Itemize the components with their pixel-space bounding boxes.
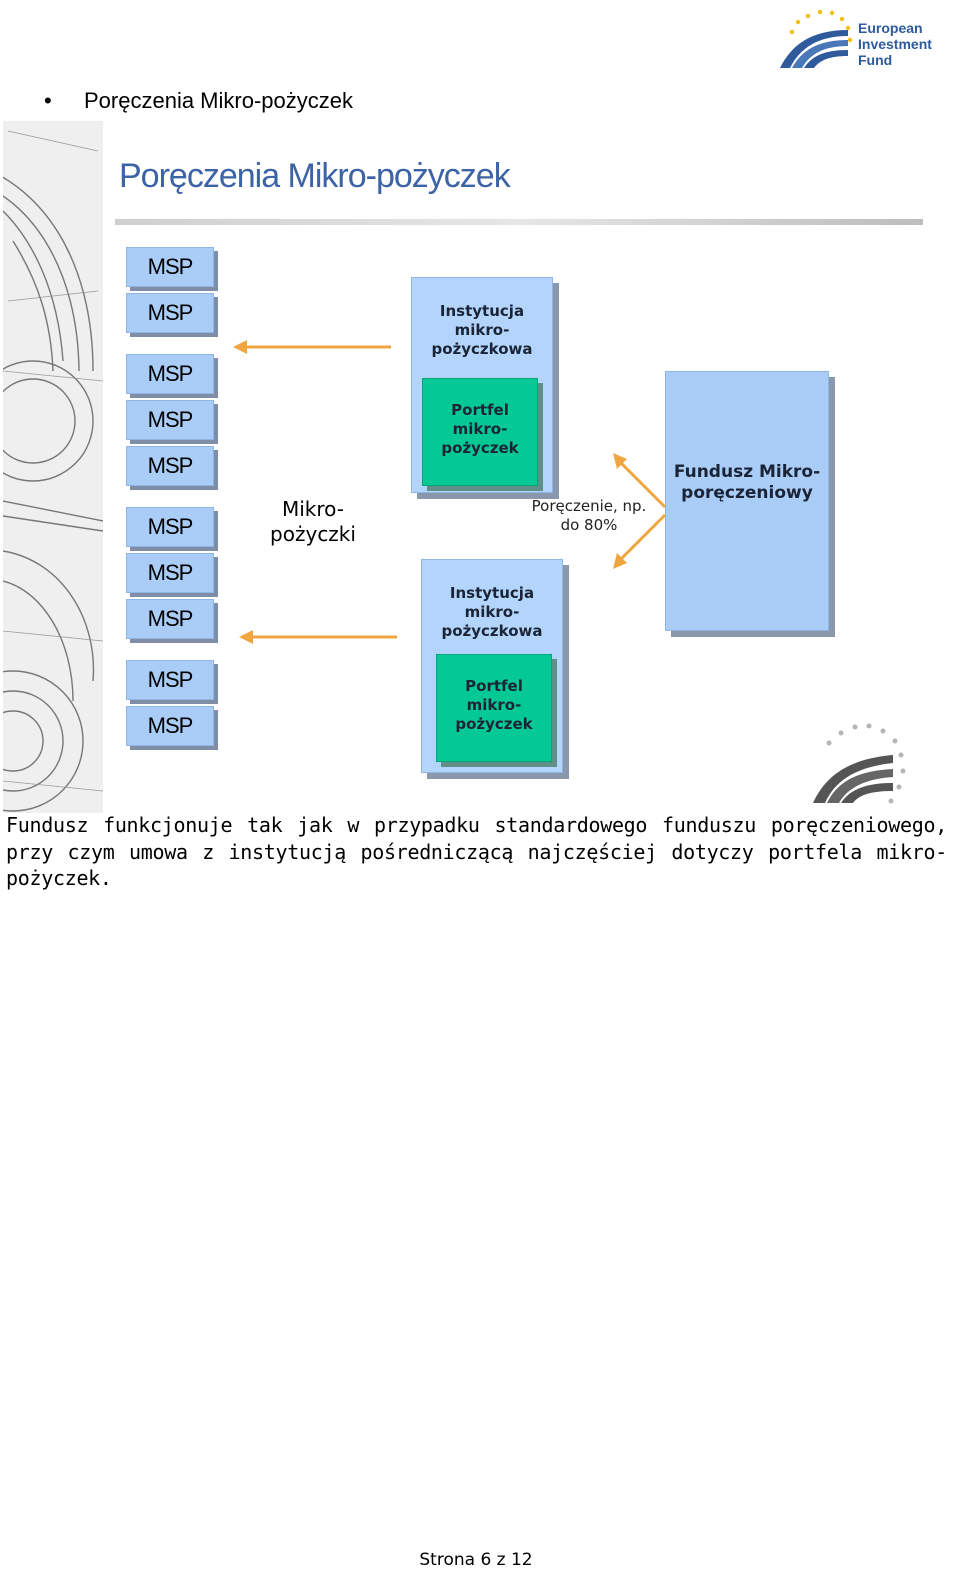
institution-box-1: Instytucja mikro-pożyczkowa Portfel mikr… (411, 277, 553, 493)
fund-title: Fundusz Mikro-poręczeniowy (673, 462, 821, 503)
institution-title: Instytucja mikro-pożyczkowa (431, 302, 533, 358)
portfolio-title: Portfel mikro-pożyczek (441, 401, 519, 457)
slide-diagram: Poręczenia Mikro-pożyczek MSP MSP MSP MS… (3, 121, 929, 813)
institution-title: Instytucja mikro-pożyczkowa (441, 584, 543, 640)
body-paragraph: Fundusz funkcjonuje tak jak w przypadku … (6, 813, 947, 890)
loan-arrow-bottom (239, 630, 397, 644)
micro-loans-label: Mikro-pożyczki (270, 497, 356, 546)
portfolio-box-1: Portfel mikro-pożyczek (422, 378, 538, 486)
logo-line-2: Investment (858, 36, 932, 52)
eif-bridge-stars-icon (780, 9, 853, 68)
msp-box: MSP (126, 293, 214, 333)
msp-box: MSP (126, 599, 214, 639)
logo-line-3: Fund (858, 52, 893, 68)
msp-box: MSP (126, 400, 214, 440)
slide-decoration-engraving (3, 121, 103, 813)
msp-box: MSP (126, 247, 214, 287)
title-divider (115, 219, 923, 225)
slide-title: Poręczenia Mikro-pożyczek (119, 157, 511, 195)
portfolio-box-2: Portfel mikro-pożyczek (436, 654, 552, 762)
guarantee-fund-box: Fundusz Mikro-poręczeniowy (665, 371, 829, 631)
eif-logo: European Investment Fund (778, 8, 948, 74)
msp-box: MSP (126, 553, 214, 593)
portfolio-title: Portfel mikro-pożyczek (455, 677, 533, 733)
page-number: Strona 6 z 12 (419, 1550, 533, 1570)
guarantee-arrows (613, 453, 667, 569)
msp-box: MSP (126, 660, 214, 700)
logo-text: European Investment Fund (858, 20, 950, 68)
institution-box-2: Instytucja mikro-pożyczkowa Portfel mikr… (421, 559, 563, 773)
loan-arrow-top (233, 340, 391, 354)
logo-line-1: European (858, 20, 923, 36)
bullet-text: Poręczenia Mikro-pożyczek (84, 88, 353, 113)
eif-emblem-icon (813, 723, 906, 804)
bullet-dot: • (44, 88, 52, 113)
msp-box: MSP (126, 706, 214, 746)
msp-box: MSP (126, 446, 214, 486)
guarantee-label: Poręczenie, np. do 80% (531, 497, 647, 534)
msp-box: MSP (126, 507, 214, 547)
msp-box: MSP (126, 354, 214, 394)
